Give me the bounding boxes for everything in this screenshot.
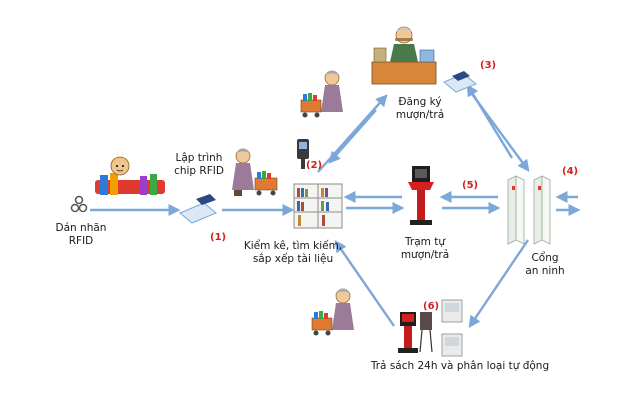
librarian-bottom-icon (332, 288, 354, 330)
label-labeling: Dán nhãn RFID (55, 222, 107, 248)
handheld-reader-icon (297, 139, 309, 169)
marker-4: (4) (562, 166, 579, 177)
librarian-icon (232, 148, 254, 196)
rfid-programmer-icon (179, 194, 217, 224)
arrow-registration-to-gate (471, 93, 530, 172)
marker-1: (1) (210, 232, 227, 243)
label-gate: Cổng an ninh (525, 252, 565, 278)
book-cart-top-icon (300, 93, 322, 118)
rfid-tag-icon (70, 195, 88, 213)
book-cart-bottom-icon (311, 311, 333, 336)
marker-6: (6) (423, 301, 440, 312)
rfid-reader-pad-icon (443, 71, 477, 93)
return-machine-icon (398, 312, 433, 353)
label-shelf: Kiểm kê, tìm kiếm, sắp xếp tài liệu (243, 240, 343, 266)
label-return-24h: Trả sách 24h và phân loại tự động (370, 360, 550, 372)
label-programming: Lập trình chip RFID (174, 152, 224, 178)
kiosk-icon (408, 166, 434, 225)
label-self-station: Trạm tự mượn/trả (400, 236, 450, 262)
security-gate-icon (507, 175, 551, 245)
registration-desk-icon (371, 26, 437, 85)
librarian-top-icon (321, 70, 343, 112)
arrow-return-to-shelf (334, 240, 395, 327)
label-registration: Đăng ký mượn/trả (395, 96, 445, 122)
book-cart-icon (254, 171, 278, 196)
arrow-gate-to-return (468, 239, 529, 328)
marker-5: (5) (462, 180, 479, 191)
marker-3: (3) (480, 60, 497, 71)
sorting-cabinet-icon (441, 299, 463, 357)
marker-2: (2) (306, 160, 323, 171)
reader-with-books-icon (95, 156, 165, 195)
arrow-registration-to-shelf (328, 109, 377, 164)
bookshelf-icon (293, 183, 343, 229)
